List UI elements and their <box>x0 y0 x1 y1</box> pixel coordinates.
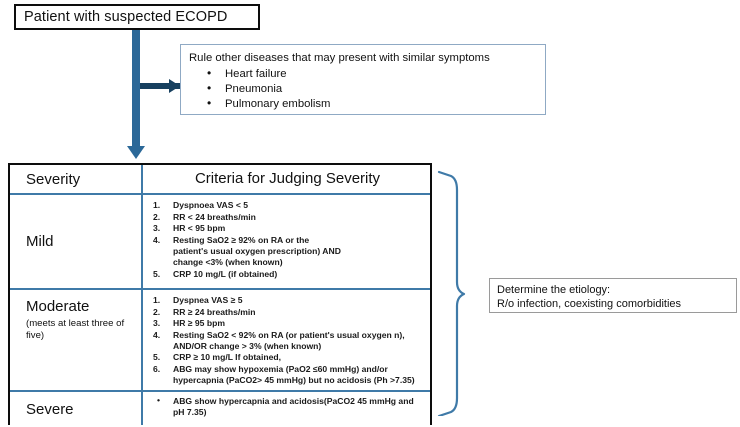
flow-connector-horizontal <box>140 83 184 89</box>
bracket-connector <box>437 170 466 416</box>
column-header-severity: Severity <box>26 170 81 188</box>
criteria-item: Dyspnea VAS ≥ 5 <box>153 295 243 306</box>
table-row-divider <box>10 390 430 392</box>
table-row-severity-moderate: Moderate (meets at least three of five) <box>10 290 141 390</box>
severity-label: Severe <box>26 401 74 418</box>
table-header-criteria-cell: Criteria for Judging Severity <box>143 165 430 193</box>
criteria-item: HR ≥ 95 bpm <box>153 318 225 329</box>
table-row-severity-mild: Mild <box>10 195 141 288</box>
criteria-item-continuation: change <3% (when known) <box>173 256 283 267</box>
criteria-item-continuation: patient's usual oxygen prescription) AND <box>173 245 341 256</box>
start-node-patient-suspected-ecopd: Patient with suspected ECOPD <box>14 4 260 30</box>
table-row-divider <box>10 288 430 290</box>
etiology-line-2: R/o infection, coexisting comorbidities <box>497 298 682 310</box>
criteria-item: ABG show hypercapnia and acidosis(PaCO2 … <box>151 395 424 419</box>
ruleout-heading: Rule other diseases that may present wit… <box>189 52 490 64</box>
severity-criteria-table: Severity Criteria for Judging Severity M… <box>8 163 432 425</box>
criteria-item-continuation: (PaCO2 45 mmHg and pH 7.35) <box>173 396 414 418</box>
etiology-line-1: Determine the etiology: <box>497 284 611 296</box>
criteria-item: RR < 24 breaths/min <box>153 211 256 223</box>
flow-arrowhead-right <box>169 79 180 93</box>
criteria-list-severe: ABG show hypercapnia and acidosis(PaCO2 … <box>151 395 424 419</box>
severity-label: Moderate <box>26 298 90 315</box>
ruleout-list: Heart failure Pneumonia Pulmonary emboli… <box>189 66 537 112</box>
table-header-rule <box>10 193 430 195</box>
flow-connector-vertical <box>132 30 140 148</box>
criteria-item: CRP ≥ 10 mg/L If obtained, <box>153 352 282 363</box>
flow-arrowhead-down <box>127 146 145 159</box>
criteria-item: HR < 95 bpm <box>153 223 226 234</box>
criteria-item-continuation: hypercapnia (PaCO2> 45 mmHg) but no acid… <box>173 375 415 386</box>
list-item: Heart failure <box>189 66 537 82</box>
criteria-item: CRP 10 mg/L (if obtained) <box>153 268 278 280</box>
severity-label: Mild <box>26 233 54 250</box>
criteria-item: RR ≥ 24 breaths/min <box>153 306 256 318</box>
criteria-item: ABG may show hypoxemia (PaO2 ≤60 mmHg) a… <box>151 364 424 386</box>
criteria-item: Resting SaO2 < 92% on RA (or patient's u… <box>151 330 424 352</box>
severity-note: (meets at least three of five) <box>26 318 125 341</box>
table-header-severity-cell: Severity <box>10 165 141 193</box>
etiology-box: Determine the etiology: R/o infection, c… <box>489 278 737 313</box>
criteria-item-continuation: AND/OR change > 3% (when known) <box>173 340 322 351</box>
list-item: Pulmonary embolism <box>189 96 537 112</box>
table-row-severity-severe: Severe <box>10 392 141 427</box>
table-column-divider <box>141 165 143 425</box>
ruleout-differential-box: Rule other diseases that may present wit… <box>180 44 546 115</box>
column-header-criteria: Criteria for Judging Severity <box>194 170 381 187</box>
list-item: Pneumonia <box>189 81 537 97</box>
criteria-item: Dyspnoea VAS < 5 <box>153 200 249 211</box>
table-row-criteria-severe: ABG show hypercapnia and acidosis(PaCO2 … <box>143 392 430 427</box>
start-node-label: Patient with suspected ECOPD <box>24 9 228 25</box>
